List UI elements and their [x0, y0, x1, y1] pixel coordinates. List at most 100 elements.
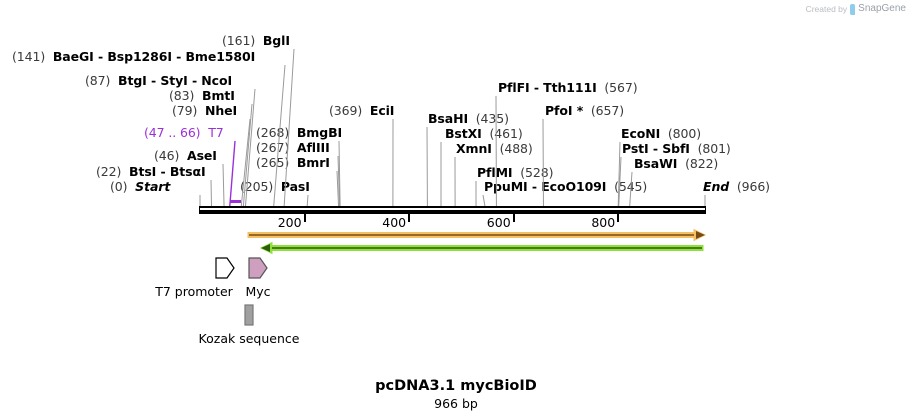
enzyme-position: (161): [222, 33, 256, 48]
enzyme-position: (488): [499, 141, 533, 156]
enzyme-name: BtsαI: [169, 164, 206, 179]
arrow-orf-reverse[interactable]: [259, 241, 704, 255]
arrow-head: [696, 231, 705, 239]
enzyme-name: PfoI *: [545, 103, 584, 118]
enzyme-name-separator: -: [156, 164, 170, 179]
enzyme-name: BstXI: [445, 126, 482, 141]
enzyme-name: AseI: [187, 148, 217, 163]
enzyme-name-separator: -: [529, 80, 544, 95]
watermark-brand: SnapGene: [858, 3, 906, 14]
enzyme-label-bmtI[interactable]: (83) BmtI: [169, 89, 235, 103]
enzyme-name: BaeGI: [52, 49, 94, 64]
arrow-orf-forward[interactable]: [247, 228, 707, 242]
enzyme-position: (657): [590, 103, 625, 118]
enzyme-label-end[interactable]: End (966): [703, 180, 770, 194]
enzyme-position: (79): [172, 103, 198, 118]
enzyme-name: NheI: [205, 103, 238, 118]
enzyme-position: (369): [329, 103, 363, 118]
enzyme-position: (141): [12, 49, 46, 64]
enzyme-name: End: [703, 179, 730, 194]
feature-label-myc[interactable]: Myc: [245, 284, 271, 299]
enzyme-name-separator: -: [171, 49, 186, 64]
enzyme-name: NcoI: [201, 73, 233, 88]
enzyme-name: PflMI: [477, 165, 513, 180]
enzyme-name: BmrI: [296, 155, 330, 170]
enzyme-name-separator: -: [146, 73, 161, 88]
enzyme-label-start[interactable]: (0) Start: [110, 180, 170, 194]
enzyme-name: EciI: [369, 103, 395, 118]
enzyme-label-econi[interactable]: EcoNI (800): [621, 127, 701, 141]
feature-kozak[interactable]: [244, 304, 254, 326]
enzyme-name-separator: -: [187, 73, 202, 88]
enzyme-label-btgi_group[interactable]: (87) BtgI - StyI - NcoI: [85, 74, 232, 88]
enzyme-label-pstI_group[interactable]: PstI - SbfI (801): [622, 142, 731, 156]
ruler-tick-label: 600: [486, 215, 511, 230]
enzyme-label-pflFI_group[interactable]: PflFI - Tth111I (567): [498, 81, 638, 95]
feature-t7-promoter[interactable]: [215, 257, 235, 279]
enzyme-label-bglI[interactable]: (161) BglI: [222, 34, 290, 48]
enzyme-label-aseI[interactable]: (46) AseI: [154, 149, 217, 163]
ruler-tick-label: 800: [591, 215, 616, 230]
enzyme-position: (801): [697, 141, 731, 156]
enzyme-name: PstI: [622, 141, 649, 156]
enzyme-name: PflFI: [498, 80, 530, 95]
enzyme-name: Tth111I: [543, 80, 597, 95]
myc-glyph: [248, 257, 268, 279]
enzyme-name: Bsp1286I: [107, 49, 172, 64]
enzyme-name: EcoO109I: [541, 179, 607, 194]
enzyme-name: BmgBI: [296, 125, 343, 140]
enzyme-name: Start: [135, 179, 171, 194]
page-title: pcDNA3.1 mycBioID: [375, 378, 537, 394]
enzyme-position: (83): [169, 88, 195, 103]
enzyme-name-separator: -: [527, 179, 542, 194]
enzyme-label-bsaWI[interactable]: BsaWI (822): [634, 157, 718, 171]
enzyme-position: (528): [520, 165, 554, 180]
enzyme-label-xmnI[interactable]: XmnI (488): [456, 142, 533, 156]
enzyme-label-bstXI[interactable]: BstXI (461): [445, 127, 523, 141]
enzyme-name: BmtI: [202, 88, 235, 103]
kozak-glyph: [244, 304, 254, 326]
enzyme-position: (822): [685, 156, 719, 171]
enzyme-position: (87): [85, 73, 111, 88]
enzyme-name: SbfI: [662, 141, 690, 156]
enzyme-name: StyI: [160, 73, 188, 88]
enzyme-name: BtgI: [118, 73, 147, 88]
plasmid-backbone-inner-line: [200, 207, 705, 210]
plasmid-backbone: [199, 206, 706, 214]
feature-label-t7-promoter[interactable]: T7 promoter: [155, 284, 233, 299]
enzyme-name: BtsI: [129, 164, 157, 179]
enzyme-label-baegi_group[interactable]: (141) BaeGI - Bsp1286I - Bme1580I: [12, 50, 255, 64]
enzyme-position: (800): [667, 126, 702, 141]
enzyme-label-btsI_group[interactable]: (22) BtsI - BtsαI: [96, 165, 206, 179]
ruler-tick-label: 400: [382, 215, 407, 230]
enzyme-name: PpuMI: [484, 179, 528, 194]
arrow-head: [261, 244, 270, 252]
enzyme-position: (0): [110, 179, 128, 194]
enzyme-name: BsaWI: [634, 156, 678, 171]
feature-myc[interactable]: [248, 257, 268, 279]
enzyme-position: (46): [154, 148, 180, 163]
snapgene-watermark: Created by SnapGene: [805, 3, 906, 15]
feature-label-kozak[interactable]: Kozak sequence: [198, 331, 300, 346]
plasmid-size-label: 966 bp: [434, 396, 478, 411]
enzyme-name-separator: -: [648, 141, 663, 156]
enzyme-label-eciI[interactable]: (369) EciI: [329, 104, 394, 118]
enzyme-label-nheI[interactable]: (79) NheI: [172, 104, 237, 118]
ruler-tick-label: 200: [277, 215, 302, 230]
enzyme-position: (22): [96, 164, 122, 179]
enzyme-label-pfoI[interactable]: PfoI * (657): [545, 104, 624, 118]
watermark-prefix: Created by: [805, 3, 848, 14]
ruler-tick: [617, 214, 620, 222]
enzyme-name: Bme1580I: [185, 49, 256, 64]
enzyme-position: (461): [489, 126, 523, 141]
enzyme-position: (567): [604, 80, 638, 95]
enzyme-name-separator: -: [93, 49, 108, 64]
enzyme-label-t7[interactable]: (47 .. 66) T7: [144, 126, 224, 140]
enzyme-position: (435): [475, 111, 509, 126]
enzyme-label-bsaHI[interactable]: BsaHI (435): [428, 112, 509, 126]
enzyme-position: (47 .. 66): [144, 125, 201, 140]
enzyme-label-pflMI[interactable]: PflMI (528): [477, 166, 553, 180]
